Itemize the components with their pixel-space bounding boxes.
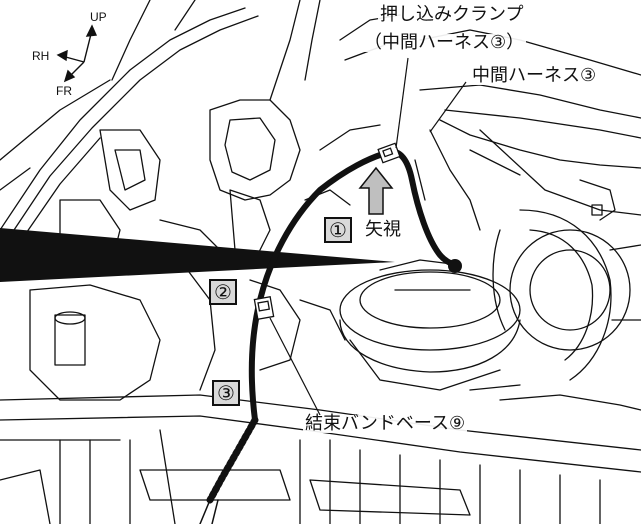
orientation-axes-icon [56, 24, 98, 83]
push-clamp-label: 押し込みクランプ [378, 4, 526, 25]
band-base-label: 結束バンドベース⑨ [303, 413, 468, 434]
harness-corrugated-tube [206, 416, 259, 504]
harness-wire [248, 148, 458, 423]
marker-3: ③ [212, 380, 240, 406]
leader-push-clamp [395, 57, 409, 149]
axis-label-rh: RH [32, 49, 50, 63]
push-in-clamp [377, 142, 401, 164]
view-arrow-icon [358, 166, 394, 215]
leader-middle-harness [429, 81, 467, 133]
marker-1: ① [324, 217, 352, 243]
axis-label-up: UP [90, 10, 107, 24]
marker-2: ② [209, 279, 237, 305]
band-base [253, 296, 275, 320]
axis-label-fr: FR [56, 84, 72, 98]
leader-band-base [269, 317, 321, 416]
view-pointer-wedge [0, 228, 395, 282]
push-clamp-sublabel: （中間ハーネス③） [362, 32, 527, 53]
view-arrow-label: 矢視 [363, 219, 403, 240]
harness-end-connector [448, 259, 462, 273]
middle-harness-label: 中間ハーネス③ [470, 65, 599, 86]
